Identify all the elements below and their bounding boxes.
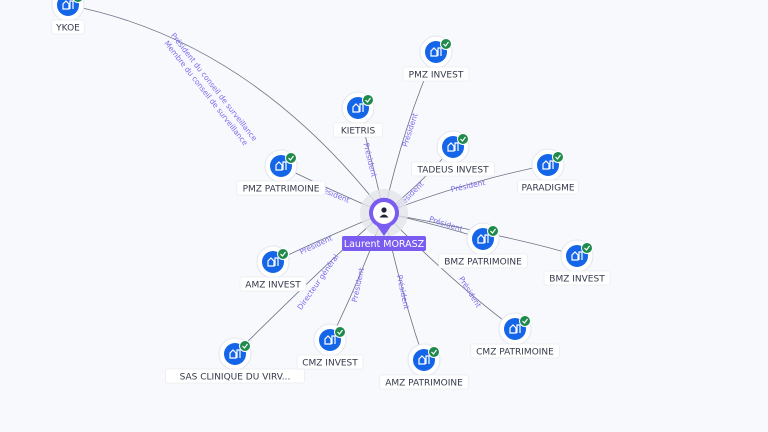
company-node-paradigme[interactable]: PARADIGME: [517, 148, 579, 195]
center-inner-circle: [373, 202, 395, 224]
building-icon: [447, 142, 459, 152]
node-label-bg: [51, 19, 85, 35]
nodes-layer: YKOE PMZ INVEST KIETRIS TADEUS INVEST PARADI…: [51, 0, 611, 390]
company-node-cmz-patrimoine[interactable]: CMZ PATRIMOINE: [470, 312, 560, 359]
verified-check-icon: [487, 225, 499, 237]
company-node-ykoe[interactable]: YKOE: [51, 0, 85, 35]
company-node-bmz-invest[interactable]: BMZ INVEST: [543, 239, 611, 286]
edge-label: Président: [457, 275, 483, 309]
node-label-bg: [402, 66, 470, 82]
company-node-amz-invest[interactable]: AMZ INVEST: [239, 245, 307, 292]
company-node-cmz-invest[interactable]: CMZ INVEST: [296, 323, 364, 370]
node-label-bg: [543, 270, 611, 286]
company-name: YKOE: [55, 24, 80, 34]
center-person-node[interactable]: Laurent MORASZ: [342, 189, 426, 251]
building-icon: [477, 234, 489, 244]
building-icon: [62, 0, 74, 10]
building-icon: [267, 257, 279, 267]
verified-check-icon: [552, 151, 564, 163]
company-node-amz-patrimoine[interactable]: AMZ PATRIMOINE: [379, 343, 469, 390]
edge-label: Président: [450, 178, 486, 194]
verified-check-icon: [285, 152, 297, 164]
verified-check-icon: [334, 326, 346, 338]
company-name: AMZ INVEST: [245, 281, 301, 291]
company-node-pmz-patrimoine[interactable]: PMZ PATRIMOINE: [236, 149, 326, 196]
verified-check-icon: [72, 0, 84, 3]
building-icon: [542, 160, 554, 170]
company-name: SAS CLINIQUE DU VIRV...: [180, 373, 291, 383]
company-node-bmz-patrimoine[interactable]: BMZ PATRIMOINE: [438, 222, 528, 269]
verified-check-icon: [581, 242, 593, 254]
node-label-bg: [239, 276, 307, 292]
node-label-bg: [165, 368, 305, 384]
company-node-tadeus-invest[interactable]: TADEUS INVEST: [411, 130, 495, 177]
node-label-bg: [296, 354, 364, 370]
building-icon: [430, 47, 442, 57]
company-name: PMZ PATRIMOINE: [243, 185, 320, 195]
node-label-bg: [333, 122, 383, 138]
company-name: KIETRIS: [341, 127, 376, 137]
node-label-bg: [470, 343, 560, 359]
verified-check-icon: [457, 133, 469, 145]
company-node-sas-clinique[interactable]: SAS CLINIQUE DU VIRV...: [165, 337, 305, 384]
node-label-bg: [517, 179, 579, 195]
building-icon: [324, 335, 336, 345]
edge-label: Président: [395, 274, 411, 310]
verified-check-icon: [519, 315, 531, 327]
company-node-kietris[interactable]: KIETRIS: [333, 91, 383, 138]
company-name: PARADIGME: [521, 184, 574, 194]
company-name: AMZ PATRIMOINE: [385, 379, 463, 389]
building-icon: [509, 324, 521, 334]
edge-ykoe: [67, 4, 385, 214]
building-icon: [275, 161, 287, 171]
verified-check-icon: [428, 346, 440, 358]
company-name: BMZ INVEST: [549, 275, 605, 285]
edge-label: Président du conseil de surveillance: [169, 31, 259, 143]
building-icon: [571, 251, 583, 261]
person-icon: [379, 207, 389, 218]
edge-label: Président: [361, 142, 378, 178]
company-name: CMZ INVEST: [302, 359, 358, 369]
verified-check-icon: [362, 94, 374, 106]
node-label-bg: [379, 374, 469, 390]
center-person-name: Laurent MORASZ: [344, 239, 425, 250]
edge-label: Président: [298, 234, 334, 257]
node-label-bg: [411, 161, 495, 177]
company-name: TADEUS INVEST: [416, 166, 489, 176]
company-name: PMZ INVEST: [409, 71, 464, 81]
center-label-bg: [342, 236, 426, 251]
verified-check-icon: [440, 38, 452, 50]
node-label-bg: [236, 180, 326, 196]
edge-label: Président: [350, 267, 366, 303]
node-label-bg: [438, 253, 528, 269]
company-name: BMZ PATRIMOINE: [444, 258, 522, 268]
building-icon: [418, 355, 430, 365]
edge-label: Président: [400, 112, 419, 148]
edge-label: Président: [428, 214, 464, 233]
company-name: CMZ PATRIMOINE: [476, 348, 554, 358]
building-icon: [229, 349, 241, 359]
verified-check-icon: [239, 340, 251, 352]
verified-check-icon: [277, 248, 289, 260]
company-node-pmz-invest[interactable]: PMZ INVEST: [402, 35, 470, 82]
building-icon: [352, 103, 364, 113]
